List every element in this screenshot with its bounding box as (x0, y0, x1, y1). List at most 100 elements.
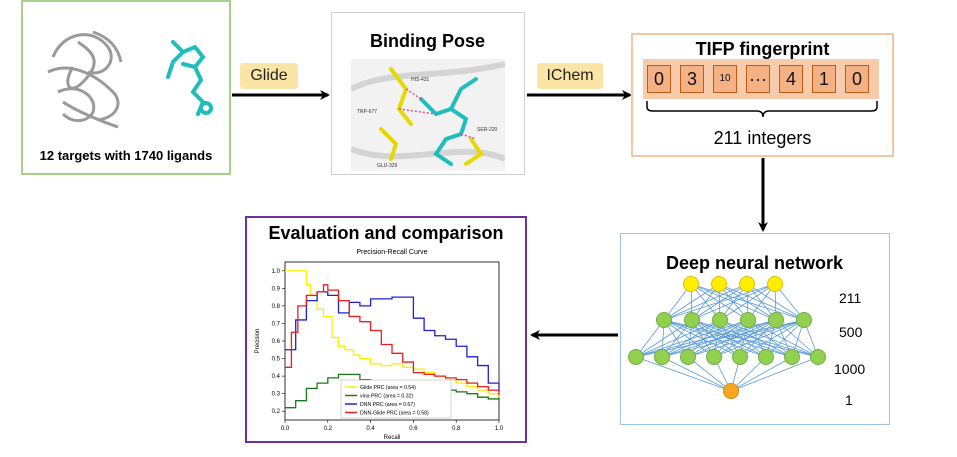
input-neuron (739, 276, 755, 292)
fp-cell: 1 (812, 65, 836, 93)
dnn-edge (719, 319, 767, 358)
hidden1-neuron (712, 312, 728, 328)
dnn-diagram (628, 276, 826, 399)
fingerprint-panel: TIFP fingerprint 0 3 10 ··· 4 1 0 211 in… (631, 33, 894, 157)
x-tick-label: 1.0 (495, 426, 504, 432)
dnn-edge (730, 356, 793, 392)
dnn-edge (687, 319, 805, 358)
dnn-edge (775, 319, 819, 358)
targets-caption: 12 targets with 1740 ligands (39, 148, 213, 163)
input-neuron (767, 276, 783, 292)
fingerprint-caption: 211 integers (713, 128, 812, 148)
hidden2-neuron (810, 349, 826, 365)
legend-label: Glide PRC (area = 0.54) (360, 385, 416, 391)
dnn-edge (691, 319, 767, 358)
dnn-edge (730, 356, 767, 392)
series-line-3 (285, 284, 500, 396)
layer-size-hidden2: 1000 (834, 361, 866, 377)
dnn-edge (739, 319, 805, 358)
evaluation-panel: Evaluation and comparison Precision-Reca… (245, 216, 527, 443)
evaluation-title: Evaluation and comparison (268, 223, 504, 243)
dnn-panel: Deep neural network 211 500 1000 1 (620, 233, 890, 425)
dnn-edge (663, 319, 741, 358)
binding-pose-image: TRP-677 HIS-431 SER-220 GLU-329 (351, 59, 505, 171)
input-neuron (711, 276, 727, 292)
dnn-edge (635, 319, 749, 358)
dnn-edge (663, 283, 776, 321)
series-line-0 (285, 270, 500, 398)
dnn-edge (713, 319, 805, 358)
dnn-edge (691, 319, 793, 358)
x-axis-label: Recall (384, 435, 401, 441)
dnn-edge (730, 356, 819, 392)
hidden2-neuron (732, 349, 748, 365)
dnn-edge (635, 319, 721, 358)
precision-recall-chart: Precision-Recall Curve 0.0 0.2 0.4 0.6 0.8 1.0… (255, 249, 504, 441)
legend (340, 379, 452, 419)
targets-panel: 12 targets with 1740 ligands (21, 0, 231, 175)
fingerprint-title: TIFP fingerprint (695, 39, 830, 59)
y-tick-label: 0.3 (272, 392, 281, 398)
layer-size-output: 1 (845, 392, 853, 408)
dnn-edge (663, 319, 767, 358)
y-tick-label: 0.8 (272, 304, 281, 310)
hidden2-neuron (680, 349, 696, 365)
y-tick-label: 0.4 (272, 374, 281, 380)
x-tick-label: 0.0 (281, 426, 290, 432)
dnn-edge (691, 283, 776, 321)
dnn-edge (635, 356, 732, 392)
hidden1-neuron (796, 312, 812, 328)
fp-cell: 0 (647, 65, 671, 93)
dnn-edge (719, 319, 793, 358)
legend-label: DNN PRC (area = 0.67) (360, 402, 415, 408)
fp-cell: 10 (713, 65, 737, 93)
dnn-edge (747, 319, 819, 358)
dnn-edge (663, 319, 715, 358)
dnn-edge (663, 283, 748, 321)
residue-label-his431: HIS-431 (411, 77, 430, 83)
hidden1-neuron (684, 312, 700, 328)
dnn-title: Deep neural network (665, 253, 844, 273)
dnn-edge (635, 319, 693, 358)
y-axis-label: Precision (255, 329, 261, 354)
y-tick-label: 1.0 (272, 269, 281, 275)
dnn-edge (719, 319, 819, 358)
residue-label-trp677: TRP-677 (357, 109, 377, 115)
ichem-tag: IChem (537, 63, 603, 89)
y-tick-label: 0.5 (272, 357, 281, 363)
dnn-edge (719, 283, 776, 321)
fp-cell-ellipsis: ··· (746, 65, 770, 93)
dnn-edge (687, 356, 732, 392)
fp-cell: 4 (779, 65, 803, 93)
residue-label-ser220: SER-220 (477, 127, 498, 133)
hidden2-neuron (706, 349, 722, 365)
fp-cell: 0 (845, 65, 869, 93)
hidden2-neuron (654, 349, 670, 365)
y-tick-label: 0.6 (272, 339, 281, 345)
hidden1-neuron (768, 312, 784, 328)
dnn-edge (663, 283, 720, 321)
dnn-edge (691, 319, 741, 358)
hidden2-neuron (628, 349, 644, 365)
binding-pose-title: Binding Pose (369, 31, 485, 51)
fp-cell: 3 (680, 65, 704, 93)
layer-size-input: 211 (839, 290, 862, 306)
layer-size-hidden1: 500 (839, 324, 863, 340)
fingerprint-brace (646, 101, 878, 118)
protein-ligand-illustration (47, 30, 213, 129)
y-tick-label: 0.7 (272, 321, 281, 327)
chart-title: Precision-Recall Curve (356, 249, 427, 256)
dnn-edge (661, 356, 732, 392)
x-tick-label: 0.6 (409, 426, 418, 432)
hidden2-neuron (784, 349, 800, 365)
input-neuron (683, 276, 699, 292)
hidden1-neuron (740, 312, 756, 328)
binding-pose-panel: Binding Pose TRP-677 HIS-431 SER-220 GLU (331, 12, 525, 175)
dnn-edge (747, 319, 793, 358)
x-tick-label: 0.2 (324, 426, 333, 432)
hidden2-neuron (758, 349, 774, 365)
y-tick-label: 0.9 (272, 286, 281, 292)
x-tick-label: 0.8 (452, 426, 461, 432)
dnn-edge (765, 319, 805, 358)
output-neuron (723, 383, 739, 399)
